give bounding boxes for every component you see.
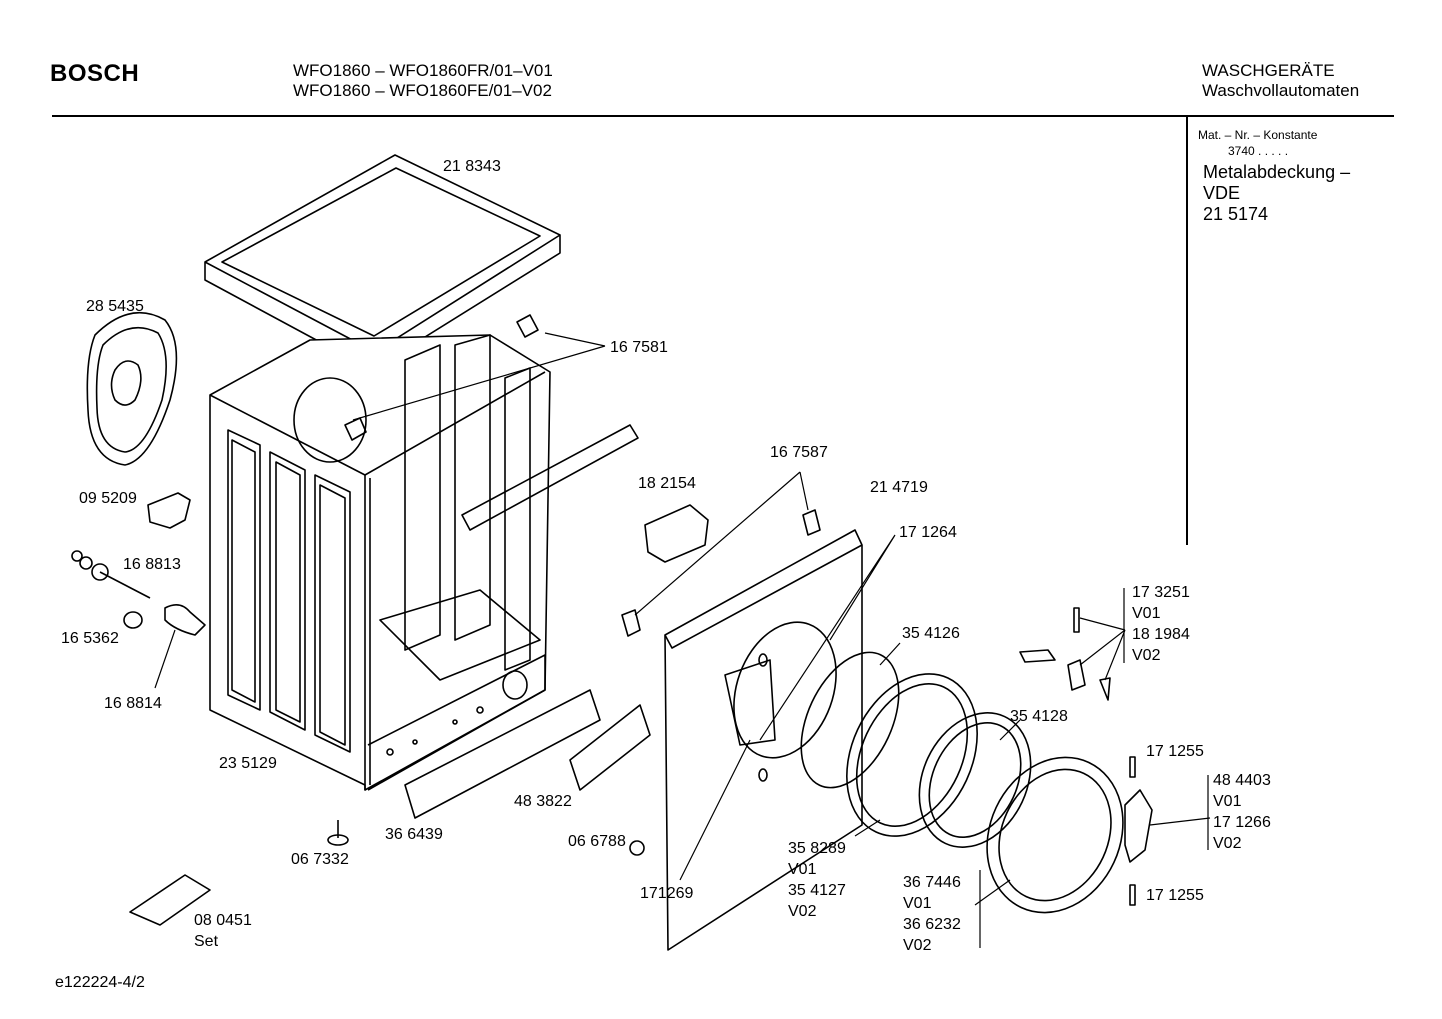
group2-line-2: V01 [1213,793,1242,810]
leader-167581 [352,332,606,421]
part-label-168814: 16 8814 [104,695,162,712]
door-lock-part [644,504,709,563]
cabinet-frame-part [209,334,551,791]
knob-part [629,840,645,856]
part-label-171255-a: 17 1255 [1146,743,1204,760]
group4-line-1: 36 7446 [903,874,961,891]
leader-group-1 [1079,617,1126,681]
leader-group-4 [974,879,1011,906]
screw-part [71,550,151,599]
hook-part-2 [802,509,821,536]
part-label-080451-set: Set [194,933,219,950]
pin-part-1 [1129,756,1136,778]
mat-value: 3740 . . . . . [1228,144,1289,158]
part-label-366439: 36 6439 [385,826,443,843]
part-label-066788: 06 6788 [568,833,626,850]
part-label-354126: 35 4126 [902,625,960,642]
bracket-part [147,492,191,529]
panel-desc-3: 21 5174 [1203,204,1269,224]
mat-label: Mat. – Nr. – Konstante [1198,128,1318,142]
side-panel-divider [1186,117,1188,545]
part-label-165362: 16 5362 [61,630,119,647]
subcategory-title: Waschvollautomaten [1202,81,1360,100]
leader-354128 [999,719,1021,741]
part-label-171255-b: 17 1255 [1146,887,1204,904]
part-label-171269: 171269 [640,885,694,902]
clip-part-2 [344,417,367,441]
front-panel-part [664,529,863,951]
part-label-171264: 17 1264 [899,524,957,541]
flap-part [404,689,601,819]
panel-desc-2: VDE [1203,183,1241,203]
part-label-182154: 18 2154 [638,475,696,492]
part-label-167581: 16 7581 [610,339,668,356]
leader-171264 [759,534,896,741]
group4-line-4: V02 [903,937,932,954]
model-line-2: WFO1860 – WFO1860FE/01–V02 [293,81,552,100]
part-label-168813: 16 8813 [123,556,181,573]
model-line-1: WFO1860 – WFO1860FR/01–V01 [293,61,553,80]
group4-line-3: 36 6232 [903,916,961,933]
group3-line-2: V01 [788,861,817,878]
cap-part [123,611,143,629]
leader-171269 [679,739,751,881]
leader-167587 [634,471,809,616]
group2-line-1: 48 4403 [1213,772,1271,789]
drawer-part [569,704,651,791]
pin-part-2 [1129,884,1136,906]
part-label-067332: 06 7332 [291,851,349,868]
group1-line-1: 17 3251 [1132,584,1190,601]
clip-part [516,314,539,338]
door-gasket-part [800,651,900,789]
header-divider [52,115,1394,117]
part-label-218343: 21 8343 [443,158,501,175]
hinge-part [1019,649,1056,663]
part-label-167587: 16 7587 [770,444,828,461]
catch-part [1067,659,1086,691]
part-label-095209: 09 5209 [79,490,137,507]
category-title: WASCHGERÄTE [1202,61,1335,80]
leveling-foot-part [327,820,349,846]
part-label-285435: 28 5435 [86,298,144,315]
leader-354126 [879,642,901,666]
group1-line-3: 18 1984 [1132,626,1190,643]
door-frame-part [846,673,978,837]
tool-part [129,874,211,926]
part-label-214719: 21 4719 [870,479,928,496]
door-ring-part [986,756,1124,914]
group1-line-4: V02 [1132,647,1161,664]
leader-group-2 [1149,817,1211,826]
group3-line-1: 35 8289 [788,840,846,857]
door-handle-part [1124,789,1153,863]
leader-168814 [154,629,176,689]
panel-desc-1: Metalabdeckung – [1203,162,1351,182]
group4-line-2: V01 [903,895,932,912]
spring-part [1099,677,1111,701]
group3-line-3: 35 4127 [788,882,846,899]
hook-part-1 [621,609,641,637]
group2-line-3: 17 1266 [1213,814,1271,831]
part-label-354128: 35 4128 [1010,708,1068,725]
cross-rail-part [461,424,639,531]
part-label-080451: 08 0451 [194,912,252,929]
back-cover-part [86,312,178,466]
leader-group-3 [854,819,881,837]
drawing-code: e122224-4/2 [55,974,145,991]
group3-line-4: V02 [788,903,817,920]
foot-part [164,604,206,636]
group2-line-4: V02 [1213,835,1242,852]
pin-part-3 [1073,607,1080,633]
brand-logo: BOSCH [50,60,140,87]
door-glass-part [918,712,1032,848]
part-label-483822: 48 3822 [514,793,572,810]
part-label-235129: 23 5129 [219,755,277,772]
group1-line-2: V01 [1132,605,1161,622]
